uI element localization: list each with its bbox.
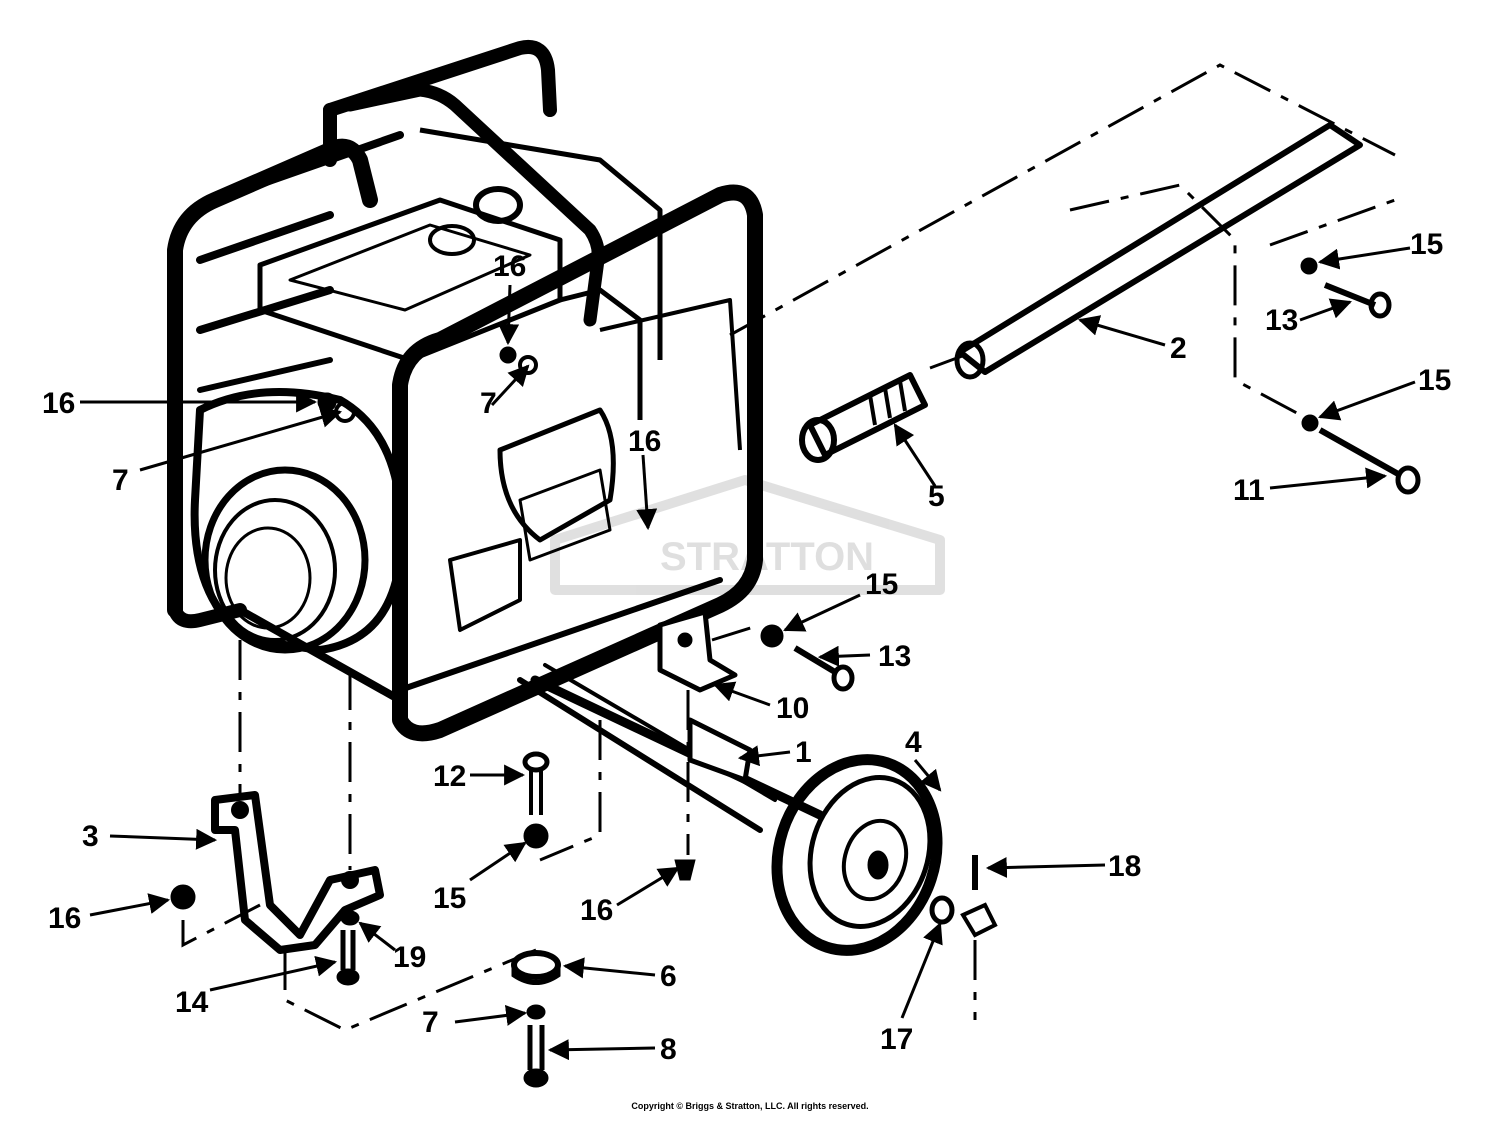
label-10: 10 [776, 692, 809, 725]
label-16-mid: 16 [628, 425, 661, 458]
label-16-bottom-left: 16 [48, 902, 81, 935]
part-labels: 1 2 3 4 5 6 7 7 7 8 10 11 12 13 13 14 15… [42, 228, 1451, 1066]
label-16-top: 16 [493, 250, 526, 283]
label-7-left: 7 [112, 464, 129, 497]
watermark: STRATTON [550, 475, 945, 595]
label-7-bottom: 7 [422, 1006, 439, 1039]
wheel [771, 754, 943, 956]
alignment-lines [181, 63, 1396, 1032]
label-4: 4 [905, 726, 922, 759]
label-17: 17 [880, 1023, 913, 1056]
label-3: 3 [82, 820, 99, 853]
label-7-center: 7 [480, 387, 497, 420]
copyright-text: Copyright © Briggs & Stratton, LLC. All … [631, 1101, 869, 1111]
label-8: 8 [660, 1033, 677, 1066]
label-16-bottom-mid: 16 [580, 894, 613, 927]
label-2: 2 [1170, 332, 1187, 365]
recoil-starter [190, 388, 406, 654]
label-13-top: 13 [1265, 304, 1298, 337]
watermark-text: STRATTON [660, 535, 874, 579]
label-15-mid: 15 [865, 568, 898, 601]
label-14: 14 [175, 986, 209, 1019]
label-15-bottom: 15 [433, 882, 466, 915]
label-16-left: 16 [42, 387, 75, 420]
handle-grip [799, 372, 928, 463]
label-19: 19 [393, 941, 426, 974]
label-1: 1 [795, 736, 812, 769]
bumper-bracket [211, 791, 384, 954]
label-13-mid: 13 [878, 640, 911, 673]
label-15-top: 15 [1410, 228, 1443, 261]
label-15-right: 15 [1418, 364, 1451, 397]
axle-bracket [657, 609, 753, 783]
label-6: 6 [660, 960, 677, 993]
label-12: 12 [433, 760, 466, 793]
engine-frame [167, 40, 777, 833]
leader-arrows [80, 246, 1416, 1061]
label-11: 11 [1233, 474, 1265, 507]
label-5: 5 [928, 480, 945, 513]
engine-body [257, 127, 742, 632]
axle [530, 675, 825, 820]
handle-tube [954, 122, 1363, 380]
label-18: 18 [1108, 850, 1141, 883]
